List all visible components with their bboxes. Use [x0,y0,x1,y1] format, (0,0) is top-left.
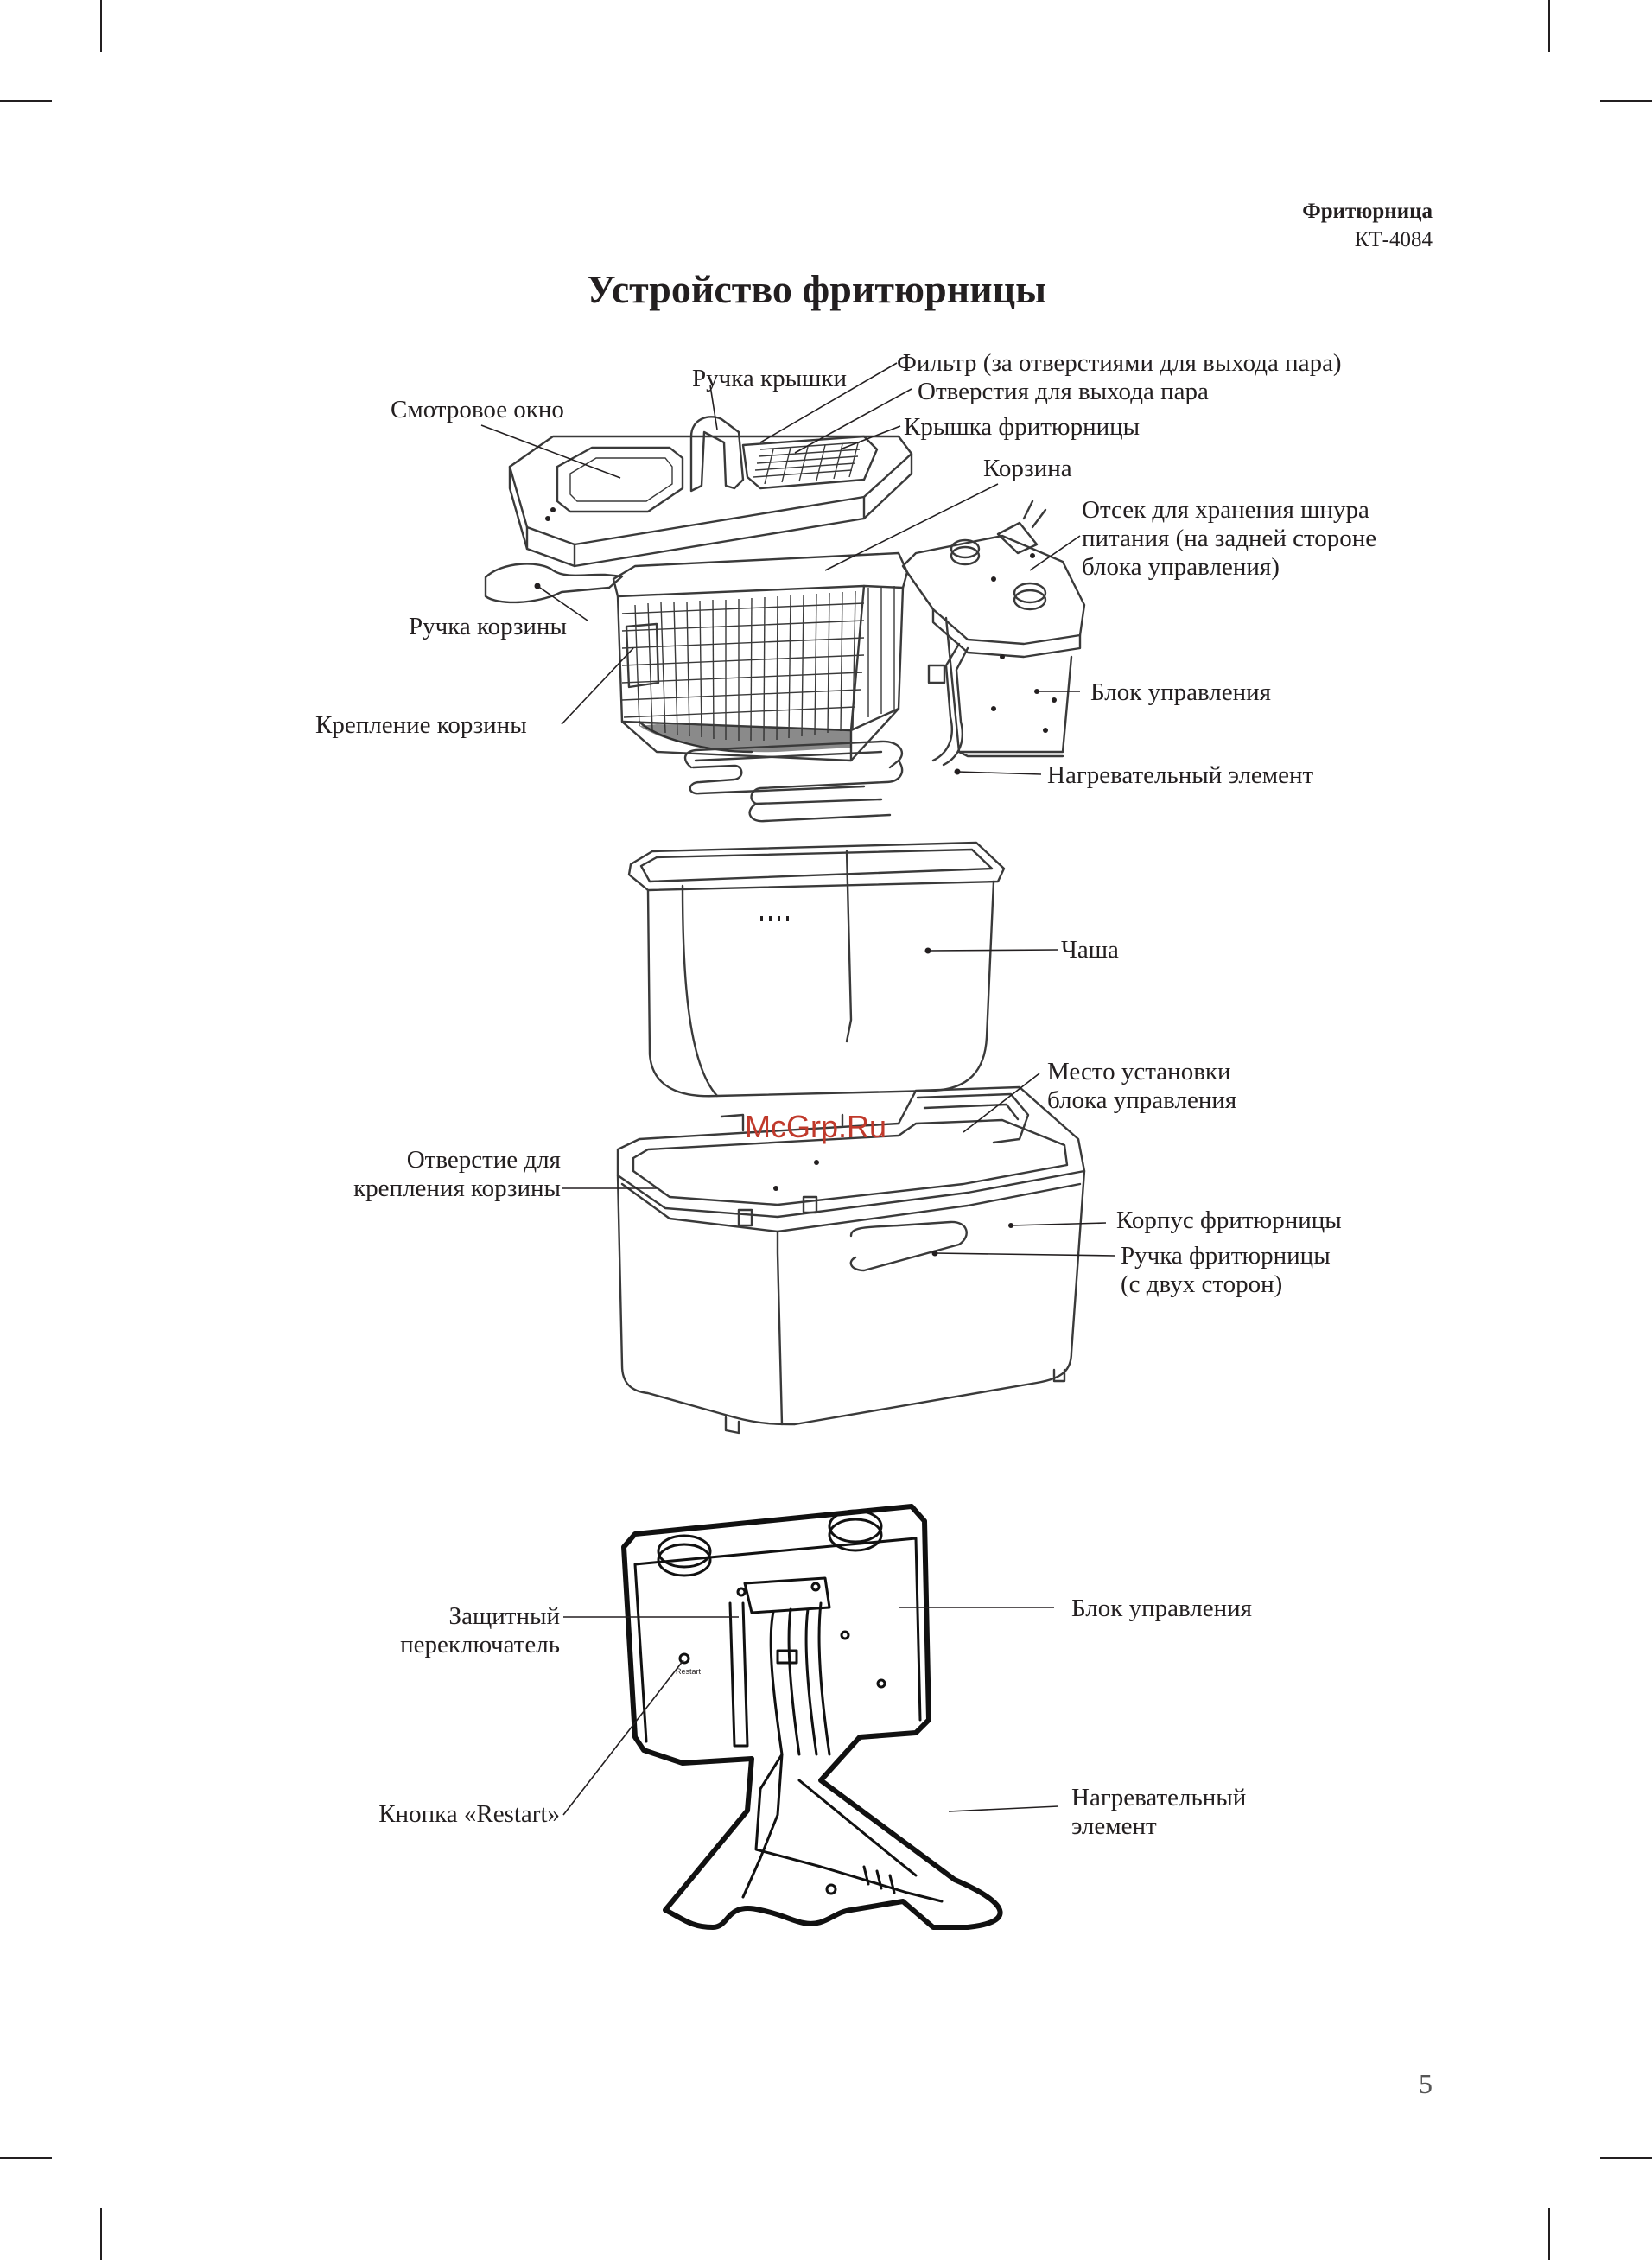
label-basket-hole-line2: крепления корзины [353,1175,561,1202]
label-basket: Корзина [983,455,1072,482]
header-product: Фритюрница [1302,200,1433,223]
heating-element-drawing [683,642,969,823]
control-unit-rear-drawing: Restart [621,1504,1003,1930]
crop-mark [1548,2208,1550,2260]
label-basket-hole-line1: Отверстие для [406,1146,561,1174]
leader-lines [480,362,1115,1816]
crop-mark [100,2208,102,2260]
label-unit-seat-line2: блока управления [1047,1086,1237,1114]
label-basket-hole: Отверстие для крепления корзины [353,1146,561,1203]
lid-drawing [508,416,913,568]
label-window: Смотровое окно [391,396,564,423]
label-body: Корпус фритюрницы [1116,1206,1342,1234]
label-fryer-handle-line1: Ручка фритюрницы [1121,1242,1331,1270]
label-heating-element-2: Нагревательный элемент [1071,1784,1246,1841]
label-control-unit: Блок управления [1090,678,1272,706]
crop-mark [1548,0,1550,52]
page-title: Устройство фритюрницы [586,267,1047,311]
page-number: 5 [1419,2068,1433,2099]
label-cord-storage-line1: Отсек для хранения шнура [1082,496,1369,524]
label-cord-storage: Отсек для хранения шнура питания (на зад… [1082,496,1376,582]
label-safety-switch: Защитный переключатель [400,1602,560,1659]
label-cord-storage-line3: блока управления) [1082,553,1280,581]
label-unit-seat: Место установки блока управления [1047,1058,1236,1115]
crop-mark [0,2157,52,2159]
crop-mark [0,100,52,102]
label-bowl: Чаша [1061,936,1119,964]
label-control-unit-2: Блок управления [1071,1595,1253,1622]
label-heating-element: Нагревательный элемент [1047,761,1314,789]
crop-mark [100,0,102,52]
label-safety-switch-line1: Защитный [448,1602,560,1630]
label-basket-mount: Крепление корзины [315,711,527,739]
header-model: КТ-4084 [1354,228,1433,251]
label-fryer-handle: Ручка фритюрницы (с двух сторон) [1121,1242,1331,1299]
crop-mark [1600,2157,1652,2159]
label-fryer-handle-line2: (с двух сторон) [1121,1270,1283,1298]
label-heating-element-2-line2: элемент [1071,1812,1157,1840]
label-cord-storage-line2: питания (на задней стороне [1082,525,1377,552]
label-unit-seat-line1: Место установки [1047,1058,1231,1085]
housing-drawing [616,1085,1086,1435]
label-safety-switch-line2: переключатель [400,1631,560,1658]
basket-drawing [484,551,909,762]
bowl-drawing [627,841,1006,1098]
restart-small-text: Restart [676,1667,702,1676]
control-unit-drawing [901,500,1086,758]
label-heating-element-2-line1: Нагревательный [1071,1784,1247,1811]
watermark: McGrp.Ru [745,1109,887,1144]
label-basket-handle: Ручка корзины [409,613,567,640]
label-lid: Крышка фритюрницы [904,413,1141,441]
crop-mark [1600,100,1652,102]
label-steam-holes: Отверстия для выхода пара [918,378,1209,405]
label-filter: Фильтр (за отверстиями для выхода пара) [897,349,1342,377]
label-restart-button: Кнопка «Restart» [378,1800,560,1828]
label-lid-handle: Ручка крышки [692,365,847,392]
